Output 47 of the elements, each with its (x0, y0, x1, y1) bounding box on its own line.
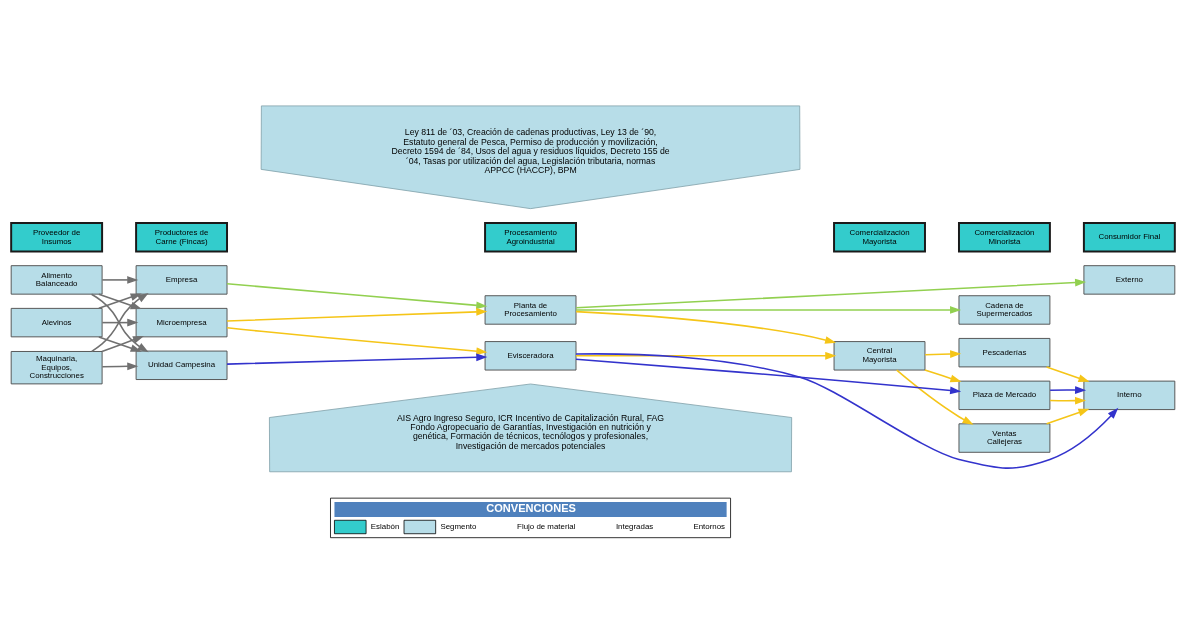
node-box: Pescaderías (958, 337, 1051, 367)
arrow (1049, 396, 1087, 405)
node-box: Alevinos (10, 307, 103, 337)
arrow (226, 352, 488, 365)
node-box: Comercialización Minorista (958, 221, 1051, 252)
arrow (1049, 385, 1087, 394)
legend-label: Entornos (693, 521, 726, 531)
arrow (226, 326, 488, 355)
node-box: Comercialización Mayorista (833, 221, 926, 252)
legend-label: Segmento (440, 521, 477, 531)
node-box: Evisceradora (484, 340, 577, 371)
node-box: Procesamiento Agroindustrial (484, 221, 577, 252)
node-box: Plaza de Mercado (958, 380, 1051, 410)
node-box: Microempresa (135, 307, 228, 337)
arrow (575, 357, 962, 394)
arrow (101, 275, 139, 284)
node-box: Interno (1083, 380, 1176, 410)
node-box: Central Mayorista (833, 340, 926, 371)
node-box: Consumidor Final (1082, 221, 1176, 252)
arrow (924, 349, 962, 358)
arrow (924, 368, 962, 382)
arrow (575, 278, 1087, 308)
node-box: Proveedor de Insumos (10, 221, 104, 252)
label: CONVENCIONES (486, 501, 576, 514)
node-box: Empresa (135, 264, 228, 295)
legend-label: Eslabón (370, 521, 400, 531)
legend-label: Flujo de material (517, 521, 576, 531)
arrow (1045, 408, 1090, 424)
arrow (226, 307, 488, 322)
node-box: Unidad Campesina (135, 350, 228, 380)
legend-label: Integradas (615, 521, 654, 531)
node-box: Maquinaria, Equipos, Construcciones (10, 350, 103, 384)
node-box: Alimento Balanceado (10, 264, 103, 295)
arrow (575, 351, 837, 360)
arrow (101, 361, 139, 370)
arrow (575, 310, 837, 344)
arrow (895, 368, 974, 425)
node-box: Cadena de Supermercados (958, 294, 1051, 325)
node-box: Planta de Procesamiento (484, 294, 577, 325)
arrow (575, 305, 962, 314)
arrow (1045, 365, 1090, 382)
arrow (575, 352, 1119, 469)
arrow (226, 282, 488, 309)
node-box: Ventas Callejeras (958, 422, 1051, 453)
arrow (101, 318, 139, 326)
node-box: Externo (1083, 264, 1176, 295)
node-box: Productores de Carne (Fincas) (135, 221, 228, 252)
